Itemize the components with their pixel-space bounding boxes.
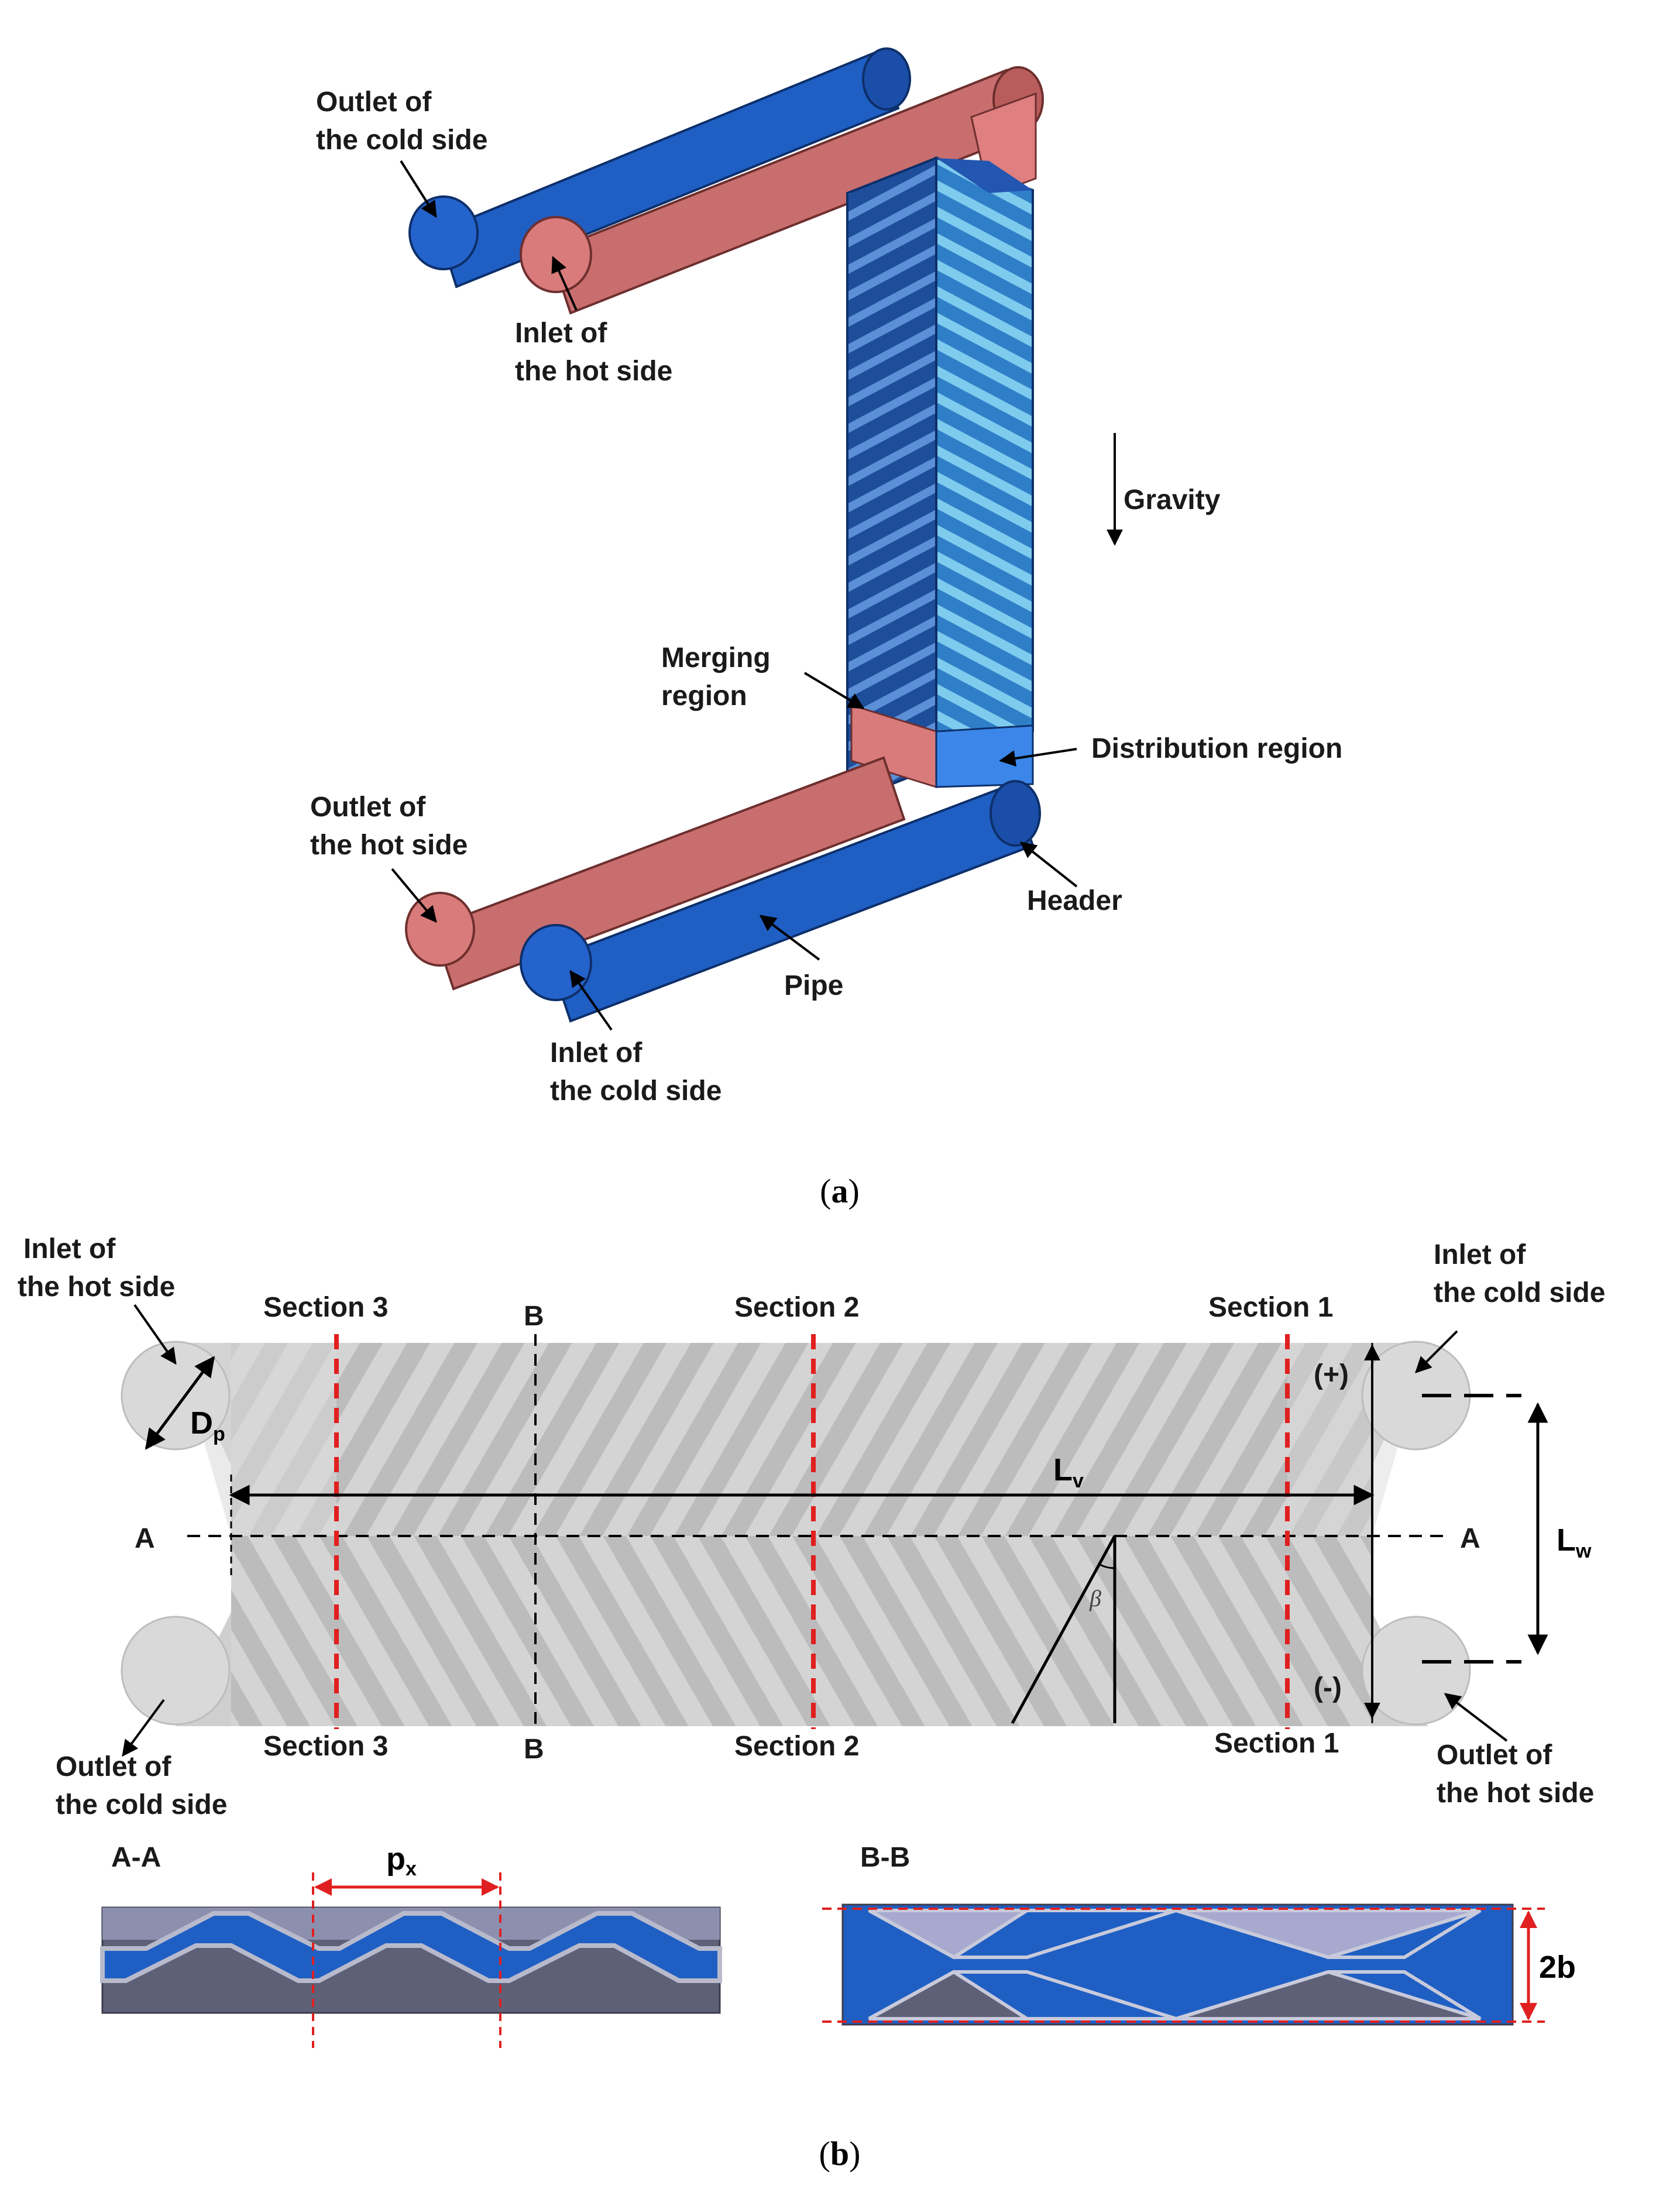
label-section-2-bottom: Section 2 xyxy=(734,1731,859,1762)
caption-a: (a) xyxy=(820,1172,860,1210)
plate-stack xyxy=(846,156,1034,803)
label-aa-title: A-A xyxy=(111,1842,161,1873)
label-b-outlet-hot-line2: the hot side xyxy=(1437,1778,1594,1809)
label-merging-line2: region xyxy=(661,681,747,712)
label-lv: Lv xyxy=(1053,1452,1084,1492)
label-b-outlet-hot-line1: Outlet of xyxy=(1437,1740,1552,1771)
panel-a: Outlet of the cold side Inlet of the hot… xyxy=(310,47,1342,1210)
label-dp: Dp xyxy=(190,1406,225,1445)
beta-angle xyxy=(1011,1535,1116,1724)
label-outlet-hot-line2: the hot side xyxy=(310,830,468,861)
port-inlet-cold xyxy=(1361,1341,1471,1451)
label-outlet-cold-line2: the cold side xyxy=(316,125,487,156)
label-lw: Lw xyxy=(1557,1523,1592,1562)
label-outlet-cold-line1: Outlet of xyxy=(316,87,432,118)
label-section-3-bottom: Section 3 xyxy=(263,1731,388,1762)
panel-a-leaders xyxy=(391,160,1123,1031)
label-px: px xyxy=(386,1841,417,1880)
port-outlet-hot xyxy=(1361,1616,1471,1726)
label-section-2-top: Section 2 xyxy=(734,1292,859,1323)
label-b-bottom: B xyxy=(524,1734,544,1765)
label-section-1-bottom: Section 1 xyxy=(1214,1728,1339,1759)
label-inlet-cold-line2: the cold side xyxy=(550,1075,722,1106)
label-section-3-top: Section 3 xyxy=(263,1292,388,1323)
label-b-top: B xyxy=(524,1301,544,1332)
label-bb-title: B-B xyxy=(860,1842,910,1873)
plate-body xyxy=(176,1343,1428,1726)
label-b-inlet-cold-line1: Inlet of xyxy=(1434,1239,1526,1270)
label-2b: 2b xyxy=(1539,1950,1576,1985)
label-minus: (-) xyxy=(1314,1672,1342,1703)
label-a-right: A xyxy=(1460,1523,1480,1554)
distribution-region xyxy=(935,724,1034,788)
panel-b: Inlet of the hot side Inlet of the cold … xyxy=(18,1233,1605,2173)
label-section-1-top: Section 1 xyxy=(1208,1292,1333,1323)
label-header: Header xyxy=(1027,885,1122,916)
label-plus: (+) xyxy=(1314,1359,1349,1390)
section-aa xyxy=(100,1872,722,2048)
label-b-inlet-hot-line2: the hot side xyxy=(18,1272,175,1303)
label-pipe: Pipe xyxy=(784,970,843,1001)
label-a-left: A xyxy=(135,1523,155,1554)
label-b-inlet-hot-line1: Inlet of xyxy=(23,1233,116,1264)
top-hot-pipe xyxy=(520,66,1044,315)
label-inlet-hot-line1: Inlet of xyxy=(515,318,607,349)
label-outlet-hot-line1: Outlet of xyxy=(310,792,426,823)
label-inlet-cold-line1: Inlet of xyxy=(550,1037,643,1068)
section-bb xyxy=(822,1903,1545,2026)
port-outlet-cold xyxy=(121,1616,231,1726)
label-b-inlet-cold-line2: the cold side xyxy=(1434,1277,1605,1308)
label-inlet-hot-line2: the hot side xyxy=(515,356,672,387)
label-b-outlet-cold-line2: the cold side xyxy=(56,1789,227,1820)
panel-b-leaders xyxy=(122,1304,1508,1757)
dp-arrow xyxy=(145,1356,215,1450)
label-b-outlet-cold-line1: Outlet of xyxy=(56,1751,171,1782)
label-merging-line1: Merging xyxy=(661,642,771,673)
label-gravity: Gravity xyxy=(1124,484,1221,516)
label-beta: β xyxy=(1089,1585,1101,1611)
caption-b: (b) xyxy=(819,2135,861,2173)
label-distribution-region: Distribution region xyxy=(1091,733,1342,764)
